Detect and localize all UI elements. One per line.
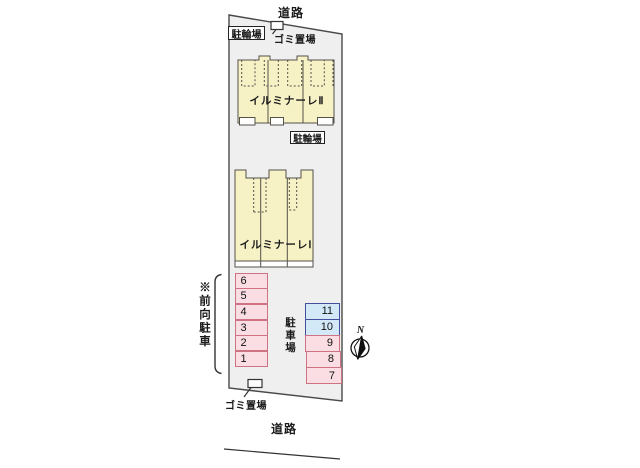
parking-space-6: 6 (234, 272, 268, 289)
parking-area-label: 駐車場 (284, 317, 296, 355)
parking-space-1: 1 (234, 351, 268, 368)
garbage-icon-top (270, 20, 284, 35)
road-label-bottom: 道路 (270, 422, 297, 436)
front-parking-bracket (214, 273, 222, 375)
garbage-label-top: ゴミ置場 (274, 35, 316, 46)
bike-parking-label-top: 駐輪場 (228, 26, 265, 41)
parking-space-5: 5 (234, 288, 268, 305)
bike-parking-label-mid: 駐輪場 (290, 131, 325, 145)
parking-space-3: 3 (234, 319, 268, 336)
parking-space-10: 10 (305, 319, 340, 336)
parking-space-4: 4 (234, 303, 268, 321)
parking-space-7: 7 (306, 367, 342, 384)
garbage-icon-bottom (243, 378, 263, 398)
garbage-label-bottom: ゴミ置場 (225, 401, 267, 412)
building-2-name: イルミナーレⅡ (249, 95, 325, 107)
road-label-top: 道路 (277, 6, 304, 20)
building-1-unit-dividers (260, 178, 288, 267)
building-2-balcony-dashes (241, 60, 334, 87)
building-2-outline (237, 55, 335, 124)
parking-space-11: 11 (305, 303, 340, 320)
road-edge-line-bottom (223, 448, 341, 460)
front-parking-note: ※前向駐車 (198, 281, 210, 349)
building-1-entrance-strip (234, 260, 314, 268)
compass-icon (350, 335, 370, 360)
building-2-unit-dividers (267, 60, 304, 123)
parking-space-9: 9 (305, 335, 340, 352)
parking-space-2: 2 (234, 335, 268, 352)
compass-north-label: N (356, 325, 365, 336)
building-1-name: イルミナーレⅠ (239, 239, 313, 251)
building-2-entrances (239, 117, 334, 126)
parking-space-8: 8 (305, 351, 341, 368)
building-1-stair-dashes (253, 178, 298, 213)
